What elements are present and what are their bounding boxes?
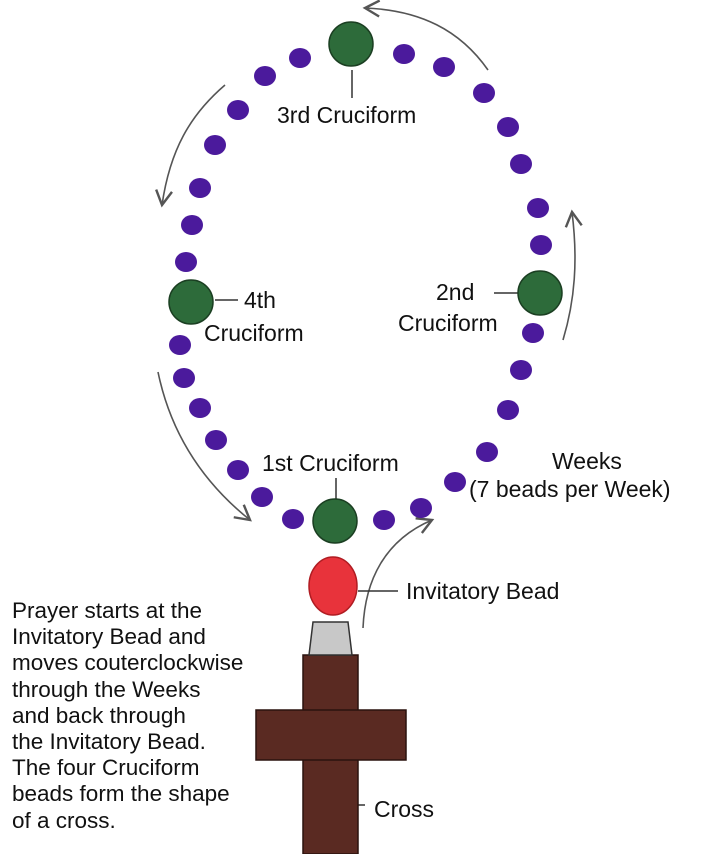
week-bead (510, 360, 532, 380)
cruciform-bead-1st (312, 498, 358, 544)
week-bead (173, 368, 195, 388)
week-bead (497, 400, 519, 420)
label-4th-line2: Cruciform (204, 320, 304, 346)
arrow-upper-left (155, 84, 226, 208)
label-invitatory-bead: Invitatory Bead (406, 578, 560, 604)
week-bead (444, 472, 466, 492)
label-3rd-cruciform: 3rd Cruciform (277, 102, 417, 128)
week-bead (205, 430, 227, 450)
label-weeks-detail: (7 beads per Week) (469, 476, 671, 502)
week-bead (251, 487, 273, 507)
cap-bead (308, 621, 353, 656)
week-bead (497, 117, 519, 137)
week-bead (373, 510, 395, 530)
week-bead (410, 498, 432, 518)
invitatory-bead (308, 556, 358, 616)
week-bead (227, 100, 249, 120)
week-bead (527, 198, 549, 218)
label-2nd-line1: 2nd (436, 279, 475, 305)
week-bead (181, 215, 203, 235)
week-bead (175, 252, 197, 272)
week-bead (169, 335, 191, 355)
cruciform-bead-4th (168, 279, 214, 325)
week-bead (433, 57, 455, 77)
arrow-from-invitatory (362, 517, 435, 629)
arrow-top (362, 0, 489, 71)
week-bead (510, 154, 532, 174)
label-cross: Cross (374, 796, 435, 822)
week-bead (189, 398, 211, 418)
instructions-line: and back through (12, 702, 186, 728)
instructions-line: Prayer starts at the (12, 598, 203, 623)
label-2nd-line2: Cruciform (398, 310, 498, 336)
week-bead (530, 235, 552, 255)
instructions-line: Invitatory Bead and (12, 624, 206, 650)
week-bead (473, 83, 495, 103)
label-4th-line1: 4th (244, 287, 276, 313)
label-weeks: Weeks (552, 448, 622, 474)
week-bead (282, 509, 304, 529)
instructions-line: of a cross. (12, 807, 116, 833)
label-1st-cruciform: 1st Cruciform (262, 450, 399, 476)
week-bead (227, 460, 249, 480)
instructions-line: the Invitatory Bead. (12, 729, 206, 755)
week-bead (522, 323, 544, 343)
cruciform-bead-2nd (517, 270, 563, 316)
instructions-line: moves couterclockwise (12, 650, 244, 676)
instructions-line: through the Weeks (12, 676, 201, 702)
week-bead (254, 66, 276, 86)
week-bead (189, 178, 211, 198)
instructions-line: The four Cruciform (12, 755, 200, 781)
week-bead (204, 135, 226, 155)
week-bead (289, 48, 311, 68)
week-bead (476, 442, 498, 462)
instructions-line: beads form the shape (12, 781, 230, 807)
week-bead (393, 44, 415, 64)
arrow-lower-left (157, 371, 252, 522)
instructions-text: Prayer starts at the Invitatory Bead and… (12, 598, 243, 834)
arrow-right (562, 209, 583, 341)
cross (255, 654, 407, 854)
cruciform-bead-3rd (328, 21, 374, 67)
